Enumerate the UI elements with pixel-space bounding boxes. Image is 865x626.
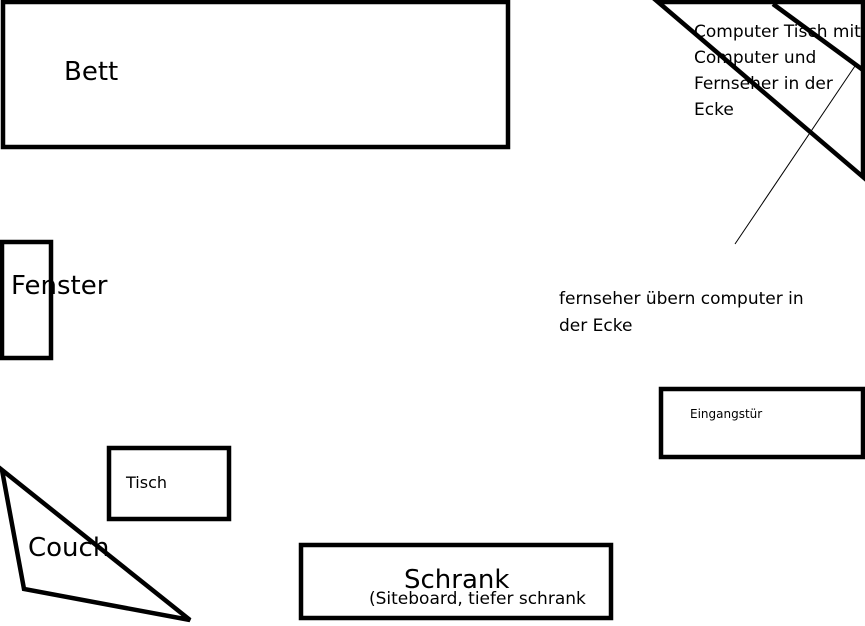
corner-desk-line-3: Fernseher in der (694, 74, 833, 94)
bett-label: Bett (64, 57, 118, 87)
pointer-line (734, 65, 856, 245)
couch-label: Couch (28, 533, 109, 563)
schrank-label: Schrank (404, 565, 509, 595)
schrank-shape (298, 542, 614, 621)
corner-desk-line-4: Ecke (694, 100, 734, 120)
tv-note-line-1: fernseher übern computer in (559, 289, 804, 309)
tisch-label: Tisch (125, 473, 167, 492)
fenster-label: Fenster (11, 271, 108, 301)
fenster-shape (0, 239, 54, 361)
bett-shape (0, 0, 511, 150)
corner-desk-inner-line (771, 2, 865, 72)
tv-note-line-2: der Ecke (559, 316, 632, 336)
corner-desk-line-1: Computer Tisch mit (694, 22, 861, 42)
schrank-note: (Siteboard, tiefer schrank (369, 589, 586, 609)
couch-shape (0, 465, 192, 623)
eingangstuer-label: Eingangstür (690, 407, 762, 421)
corner-desk-line-2: Computer und (694, 48, 816, 68)
corner-desk-shape (652, 0, 865, 182)
eingangstuer-shape (658, 386, 865, 460)
tisch-shape (106, 445, 232, 522)
